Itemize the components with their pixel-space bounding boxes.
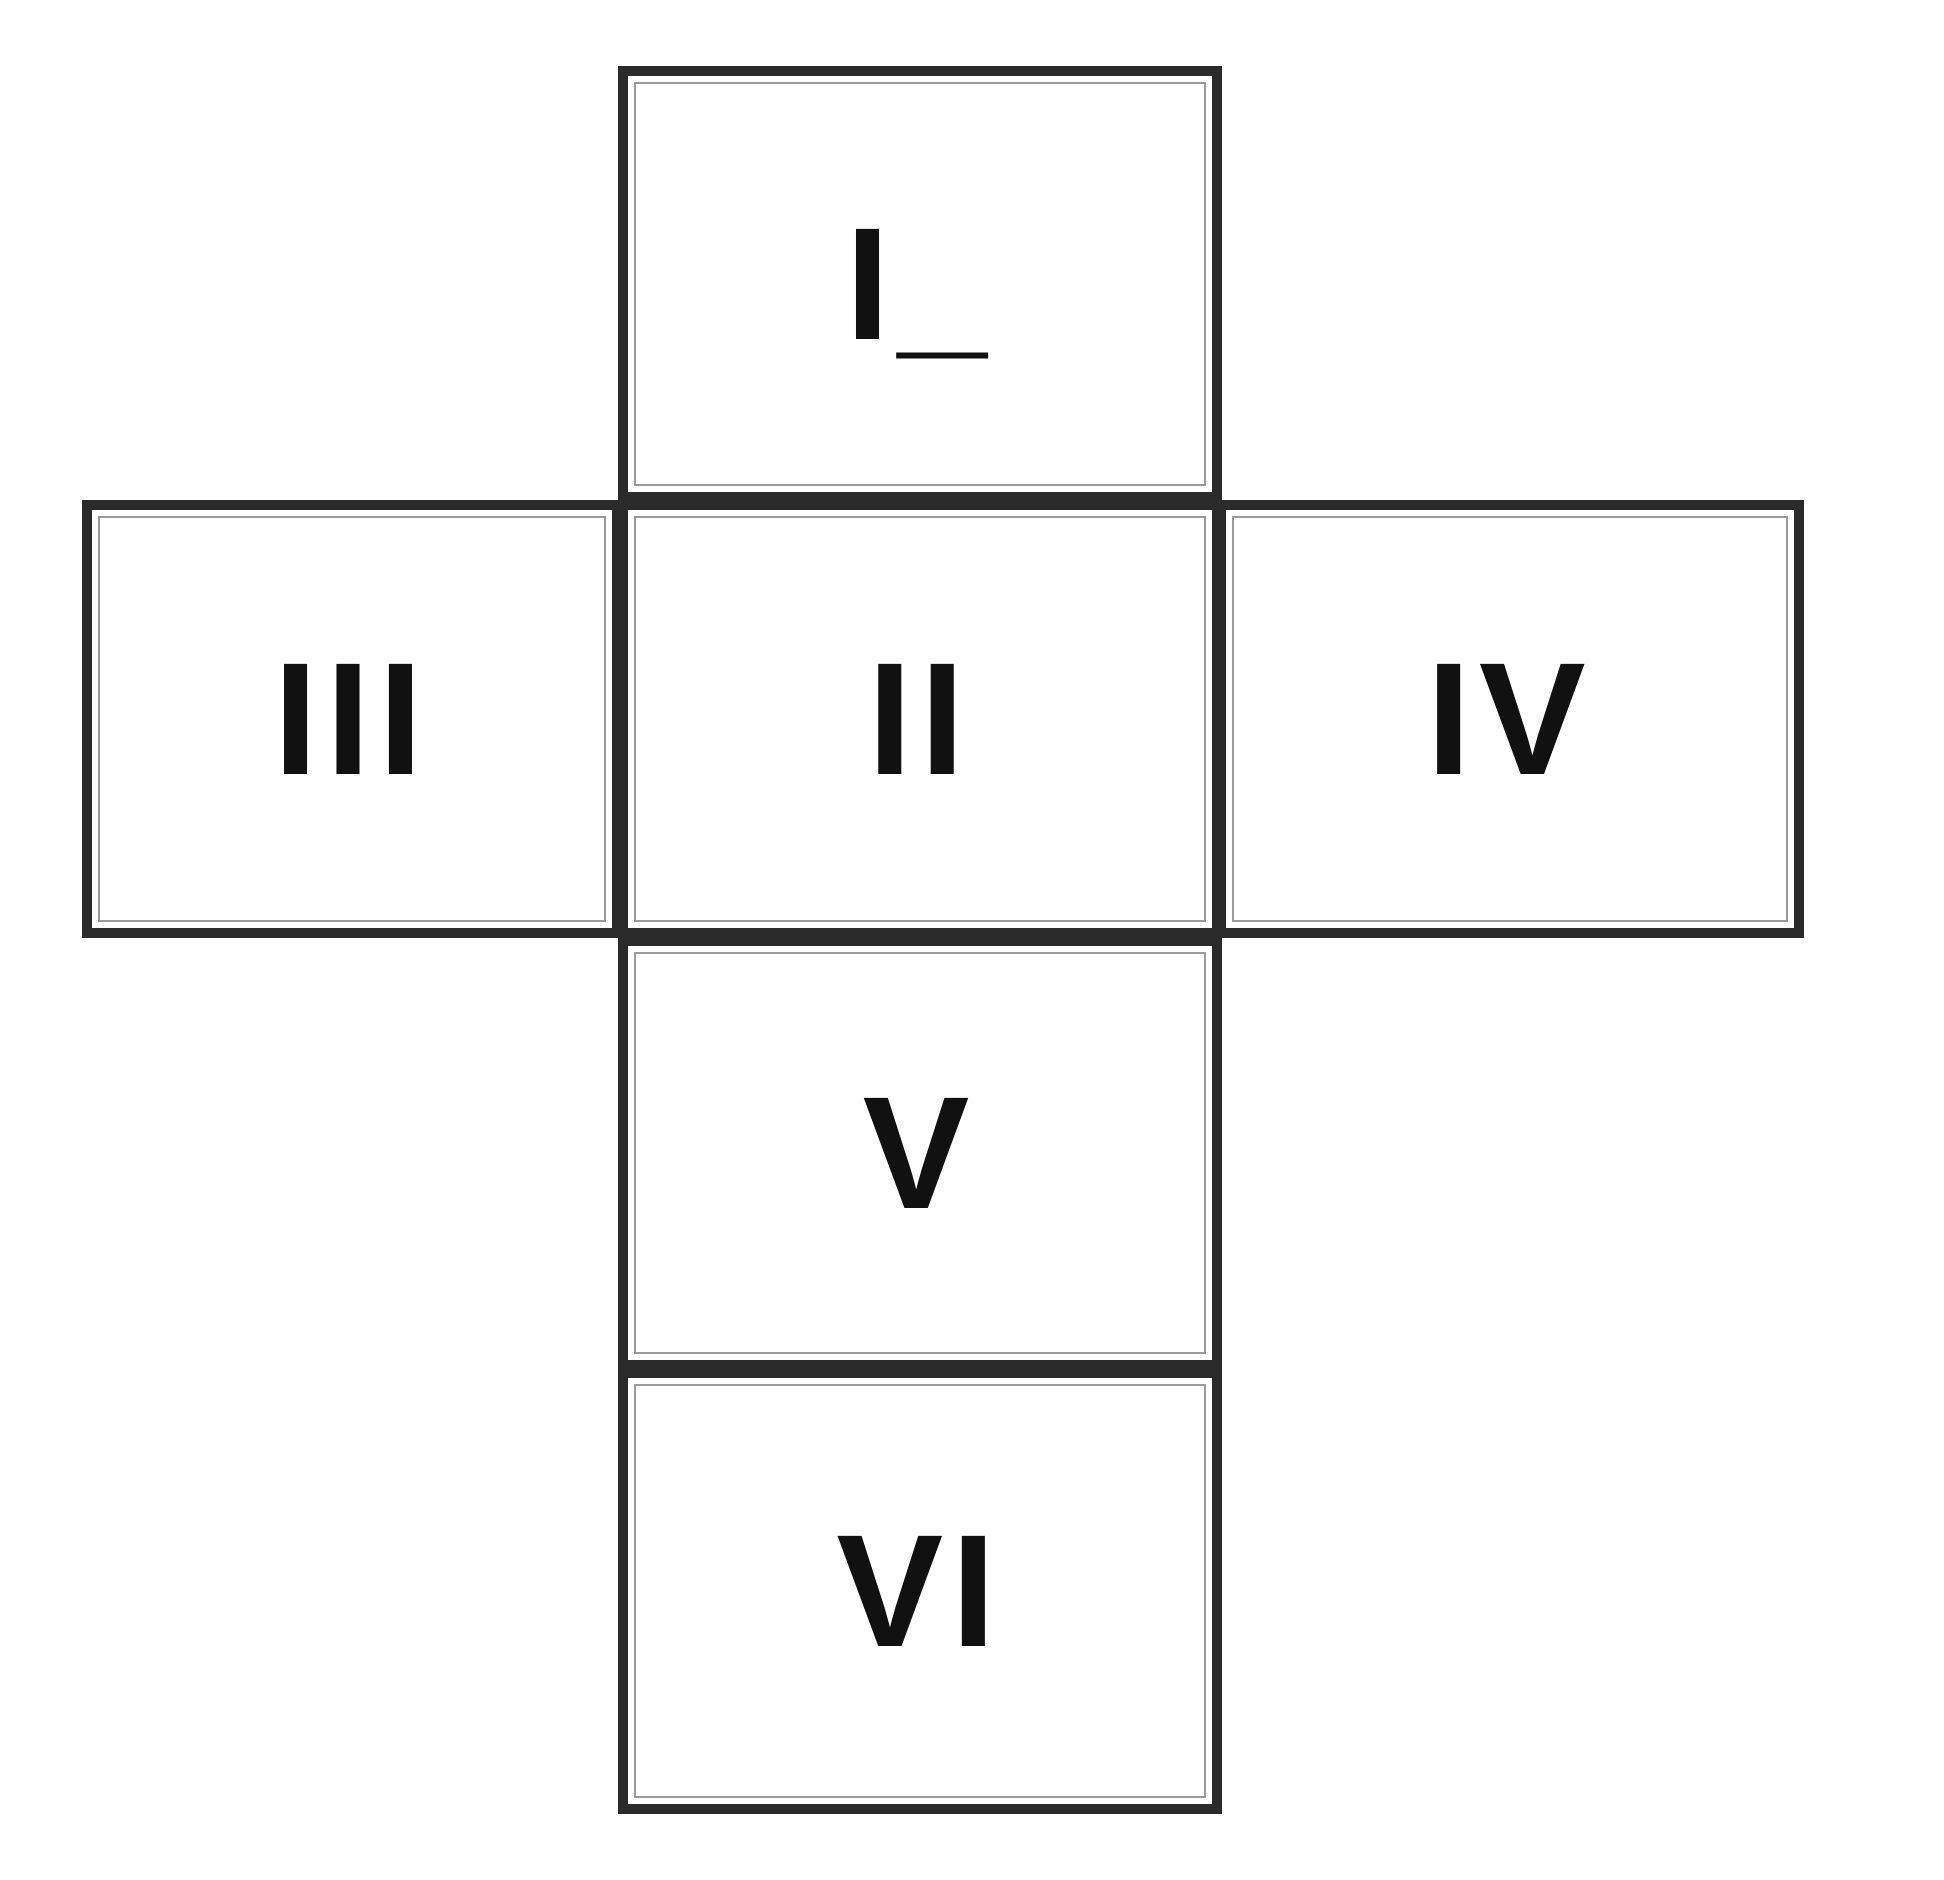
face-6: VI: [618, 1368, 1222, 1814]
face-4: IV: [1216, 500, 1804, 938]
face-2-label: II: [867, 629, 973, 808]
face-3-label: III: [273, 629, 431, 808]
face-5-label: V: [862, 1063, 978, 1242]
face-6-label: VI: [836, 1501, 1004, 1680]
face-1-label: I_: [845, 194, 995, 373]
face-3: III: [82, 500, 622, 938]
face-2: II: [618, 500, 1222, 938]
face-4-label: IV: [1426, 629, 1594, 808]
face-1: I_: [618, 66, 1222, 502]
face-5: V: [618, 936, 1222, 1370]
